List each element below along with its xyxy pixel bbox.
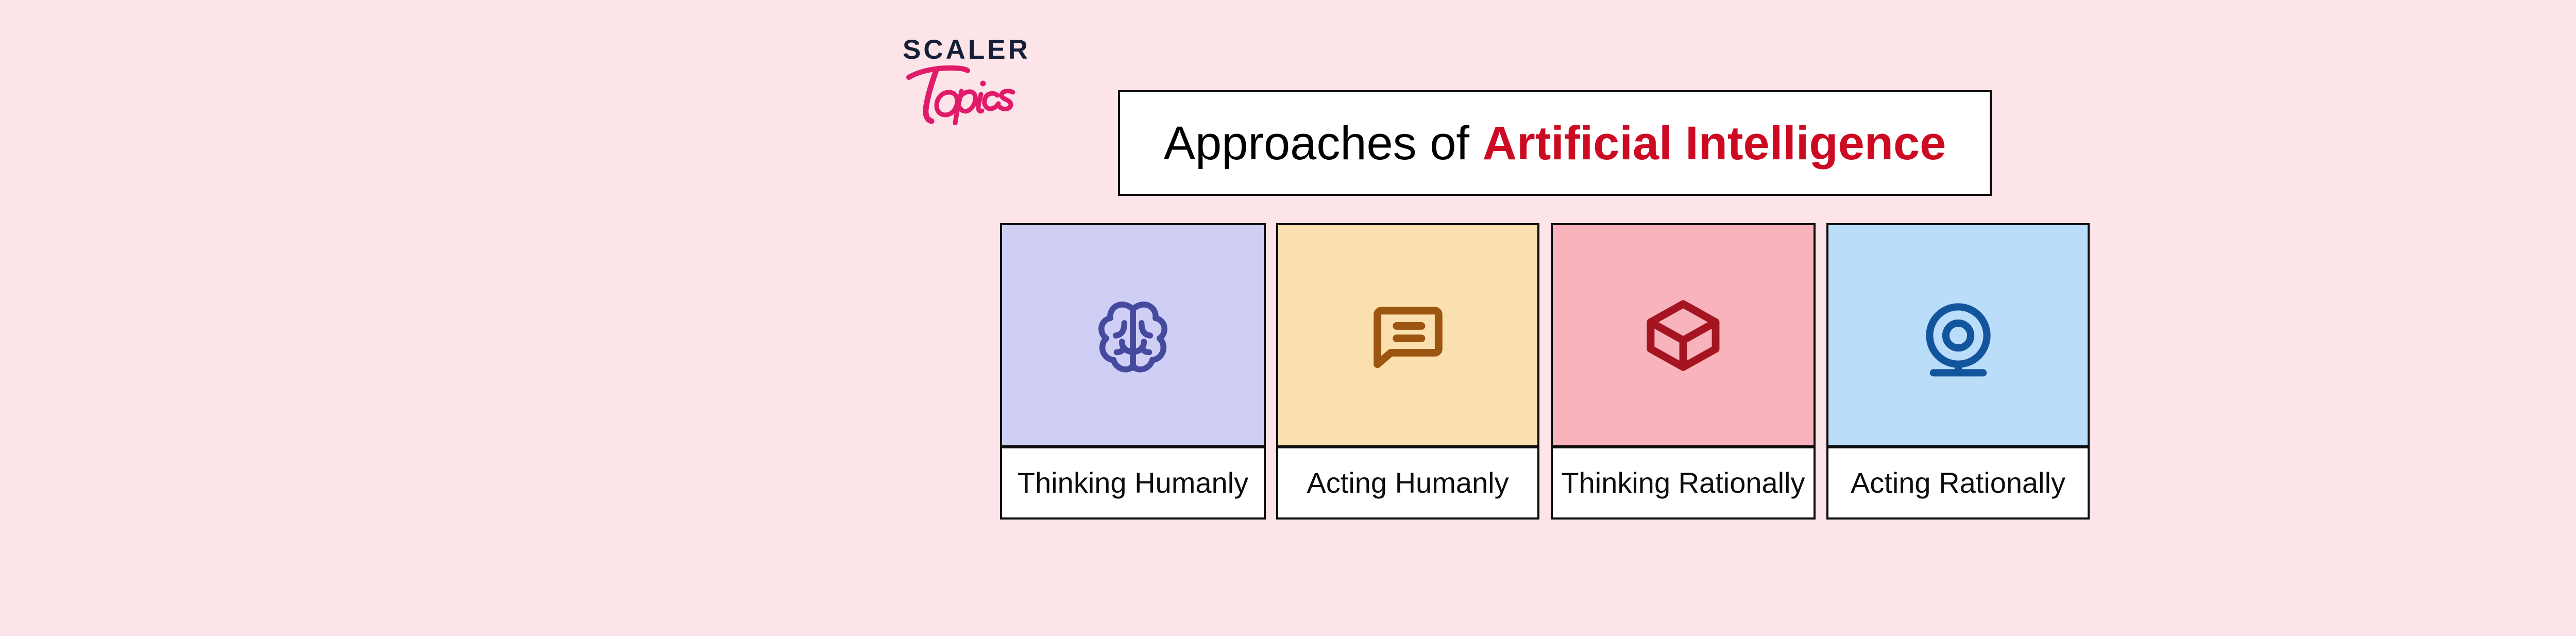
page-title-accent: Artificial Intelligence: [1482, 116, 1946, 170]
logo-topics-script-icon: [906, 65, 1015, 126]
card-label-area-thinking-humanly: Thinking Humanly: [1000, 447, 1266, 520]
approaches-card-row: Thinking Humanly Acting Humanly: [1000, 223, 2090, 520]
logo-wordmark-scaler: SCALER: [903, 35, 1030, 65]
card-icon-area-acting-humanly: [1276, 223, 1539, 447]
page-title-prefix: Approaches of: [1163, 116, 1483, 170]
card-label-area-acting-humanly: Acting Humanly: [1276, 447, 1539, 520]
page-title: Approaches of Artificial Intelligence: [1164, 120, 1946, 167]
approach-card-acting-rationally[interactable]: Acting Rationally: [1826, 223, 2090, 520]
card-label-acting-humanly: Acting Humanly: [1307, 466, 1509, 499]
card-icon-area-thinking-humanly: [1000, 223, 1266, 447]
chat-bubble-icon: [1373, 306, 1443, 368]
card-icon-area-acting-rationally: [1826, 223, 2090, 447]
card-label-acting-rationally: Acting Rationally: [1850, 466, 2066, 499]
cube-icon: [1647, 299, 1720, 371]
card-label-area-thinking-rationally: Thinking Rationally: [1551, 447, 1816, 520]
card-label-thinking-humanly: Thinking Humanly: [1017, 466, 1249, 499]
card-icon-area-thinking-rationally: [1551, 223, 1816, 447]
approach-card-thinking-humanly[interactable]: Thinking Humanly: [1000, 223, 1266, 520]
scaler-topics-logo: SCALER: [903, 36, 1037, 134]
robot-target-icon: [1925, 303, 1991, 376]
card-label-area-acting-rationally: Acting Rationally: [1826, 447, 2090, 520]
logo-wordmark-topics: [905, 60, 1037, 127]
approach-card-thinking-rationally[interactable]: Thinking Rationally: [1551, 223, 1816, 520]
approach-card-acting-humanly[interactable]: Acting Humanly: [1276, 223, 1539, 520]
brain-icon: [1098, 301, 1167, 373]
title-card: Approaches of Artificial Intelligence: [1118, 90, 1992, 196]
card-label-thinking-rationally: Thinking Rationally: [1561, 466, 1805, 499]
